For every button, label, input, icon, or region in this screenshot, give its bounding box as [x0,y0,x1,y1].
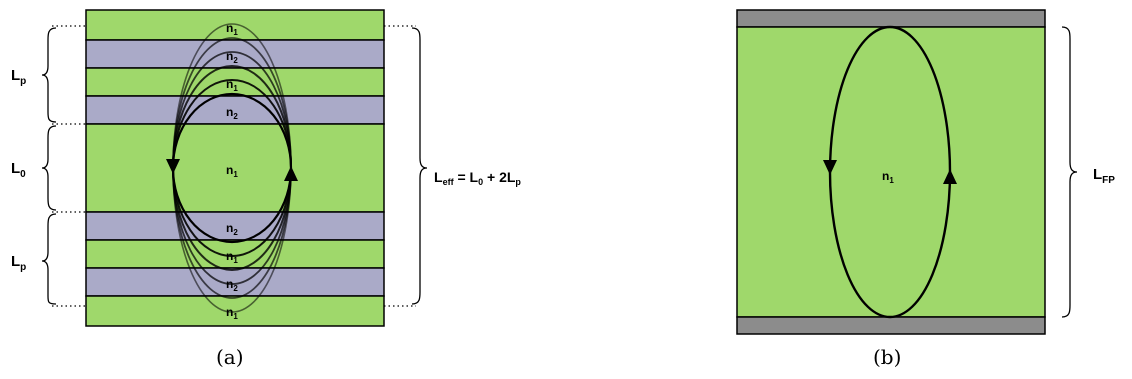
brace-lp-top [41,27,57,123]
brace-leff [411,27,428,305]
layer-label: n1 [226,21,238,37]
layer-n2 [85,39,385,69]
effective-length-label: Leff = L0 + 2Lp [434,169,521,187]
layer-n1 [85,239,385,269]
left-braces [41,27,57,305]
dotted-guides [52,25,416,307]
lfp-label: LFP [1093,166,1115,186]
layer-n1-top [85,9,385,41]
arrow-down-icon [823,160,837,175]
brace-lfp [1061,26,1078,318]
cavity-layer-n1 [85,123,385,213]
lp-top-label: Lp [11,67,26,87]
brace-l0 [41,125,57,211]
lp-bottom-label: Lp [11,253,26,273]
layer-n1-bottom [85,295,385,327]
cavity-center-label: n1 [226,163,238,179]
brace-lp-bottom [41,213,57,305]
l0-label: L0 [11,160,26,180]
layer-n2 [85,95,385,125]
mirror-bottom [736,316,1046,335]
panel-a: n1 n2 n1 n2 n1 n2 n1 n2 n1 [11,9,521,369]
panel-b: n1 LFP (b) [736,9,1115,369]
caption-b: (b) [873,345,901,369]
arrow-down-icon [166,159,180,174]
arrow-up-icon [943,169,957,184]
mirror-top [736,9,1046,28]
cavity-layer-n1 [736,26,1046,318]
arrow-up-icon [284,166,298,181]
cavity-center-label: n1 [882,169,894,185]
caption-a: (a) [216,345,244,369]
